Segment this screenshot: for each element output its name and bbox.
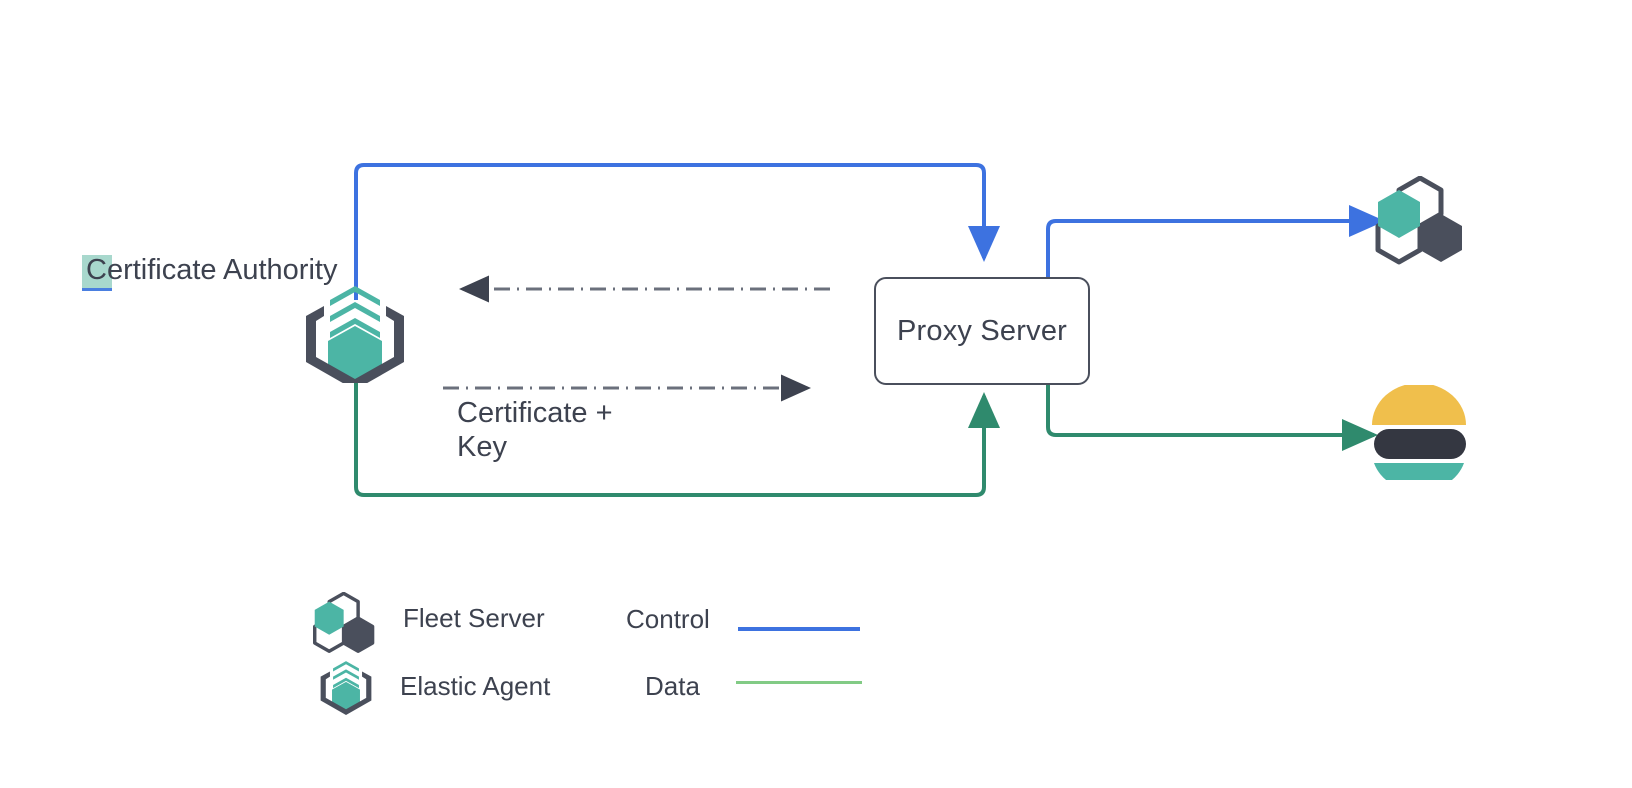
- legend-fleet-server-icon-wrap: [310, 591, 378, 659]
- edge-proxy-control-to-fleet: [1046, 205, 1385, 277]
- legend-line-data: [736, 681, 862, 684]
- fleet-server-node[interactable]: [1373, 175, 1468, 271]
- elasticsearch-icon: [1372, 383, 1466, 492]
- elasticsearch-node[interactable]: [1372, 383, 1470, 492]
- elastic-agent-icon: [320, 661, 372, 715]
- legend-label-fleet-server: Fleet Server: [403, 603, 545, 633]
- certificate-authority-node[interactable]: [300, 278, 410, 390]
- edge-agent-data-to-proxy: [354, 378, 1000, 497]
- elastic-agent-icon: [306, 286, 404, 390]
- edge-agent-control-to-proxy: [354, 163, 1000, 300]
- edge-proxy-data-to-elasticsearch: [1046, 385, 1378, 451]
- legend-elastic-agent-icon-wrap: [316, 657, 376, 720]
- proxy-server-label: Proxy Server: [897, 314, 1067, 347]
- legend-label-elastic-agent: Elastic Agent: [400, 671, 551, 701]
- fleet-server-icon: [1375, 175, 1462, 265]
- legend-line-control: [738, 627, 860, 631]
- text-selection-highlight: [82, 255, 112, 291]
- proxy-server-node[interactable]: Proxy Server: [874, 277, 1090, 385]
- certificate-key-label: Certificate + Key: [457, 397, 613, 464]
- legend-label-data: Data: [645, 671, 700, 701]
- certificate-authority-label: Certificate Authority: [86, 254, 338, 286]
- fleet-server-icon: [313, 591, 375, 653]
- legend-label-control: Control: [626, 604, 710, 634]
